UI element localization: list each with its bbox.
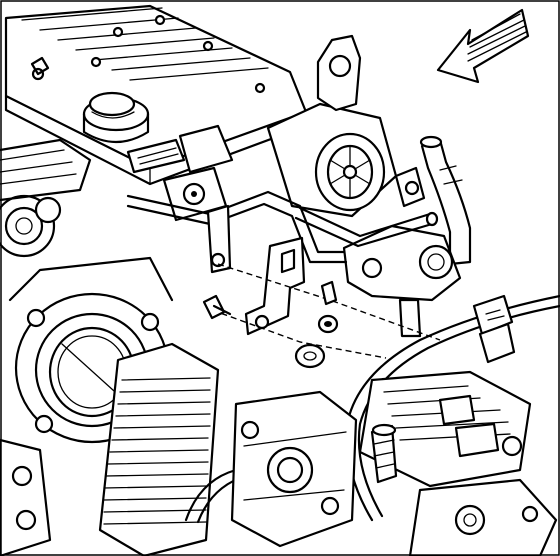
harness-connector <box>474 296 514 362</box>
alignment-lines <box>212 264 440 358</box>
lower-engine-block <box>232 392 356 546</box>
stud-right <box>322 282 336 304</box>
thermostat-housing <box>344 226 460 336</box>
fasteners <box>204 282 337 367</box>
forward-direction-arrow-icon <box>438 10 528 82</box>
oil-cooler <box>100 344 218 556</box>
nut-center <box>319 316 337 332</box>
valve-cover-bolts <box>33 16 264 92</box>
egr-valve <box>268 36 424 216</box>
coolant-hose <box>421 137 470 264</box>
fuel-injector <box>372 425 396 482</box>
left-pulley <box>0 196 60 256</box>
left-edge-components <box>0 140 90 556</box>
bolt-left <box>204 296 230 318</box>
oil-fill-cap <box>84 93 148 142</box>
bottom-right-housing <box>410 480 556 556</box>
washer-center <box>296 345 324 367</box>
lower-manifold <box>360 372 530 486</box>
egr-tube <box>128 192 437 262</box>
mounting-bracket <box>208 206 304 334</box>
